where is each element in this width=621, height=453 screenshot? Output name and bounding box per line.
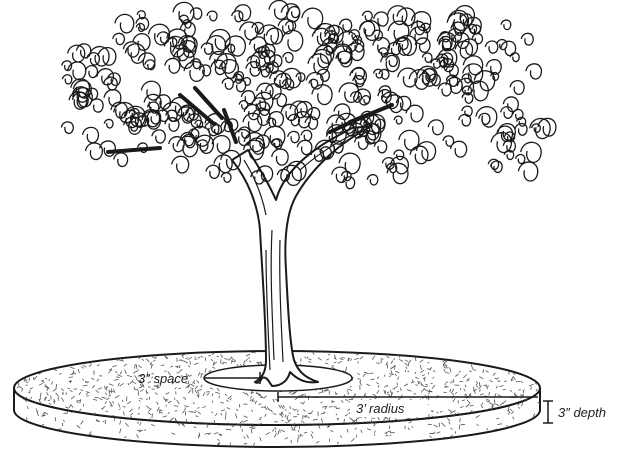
depth-label: 3″ depth xyxy=(558,405,606,420)
radius-label: 3’ radius xyxy=(356,401,405,416)
space-label: 3″ space xyxy=(138,371,188,386)
canopy-scribble xyxy=(479,97,556,181)
tree-trunk xyxy=(232,126,372,386)
canopy-scribble xyxy=(61,81,198,166)
depth-marker xyxy=(543,401,553,423)
